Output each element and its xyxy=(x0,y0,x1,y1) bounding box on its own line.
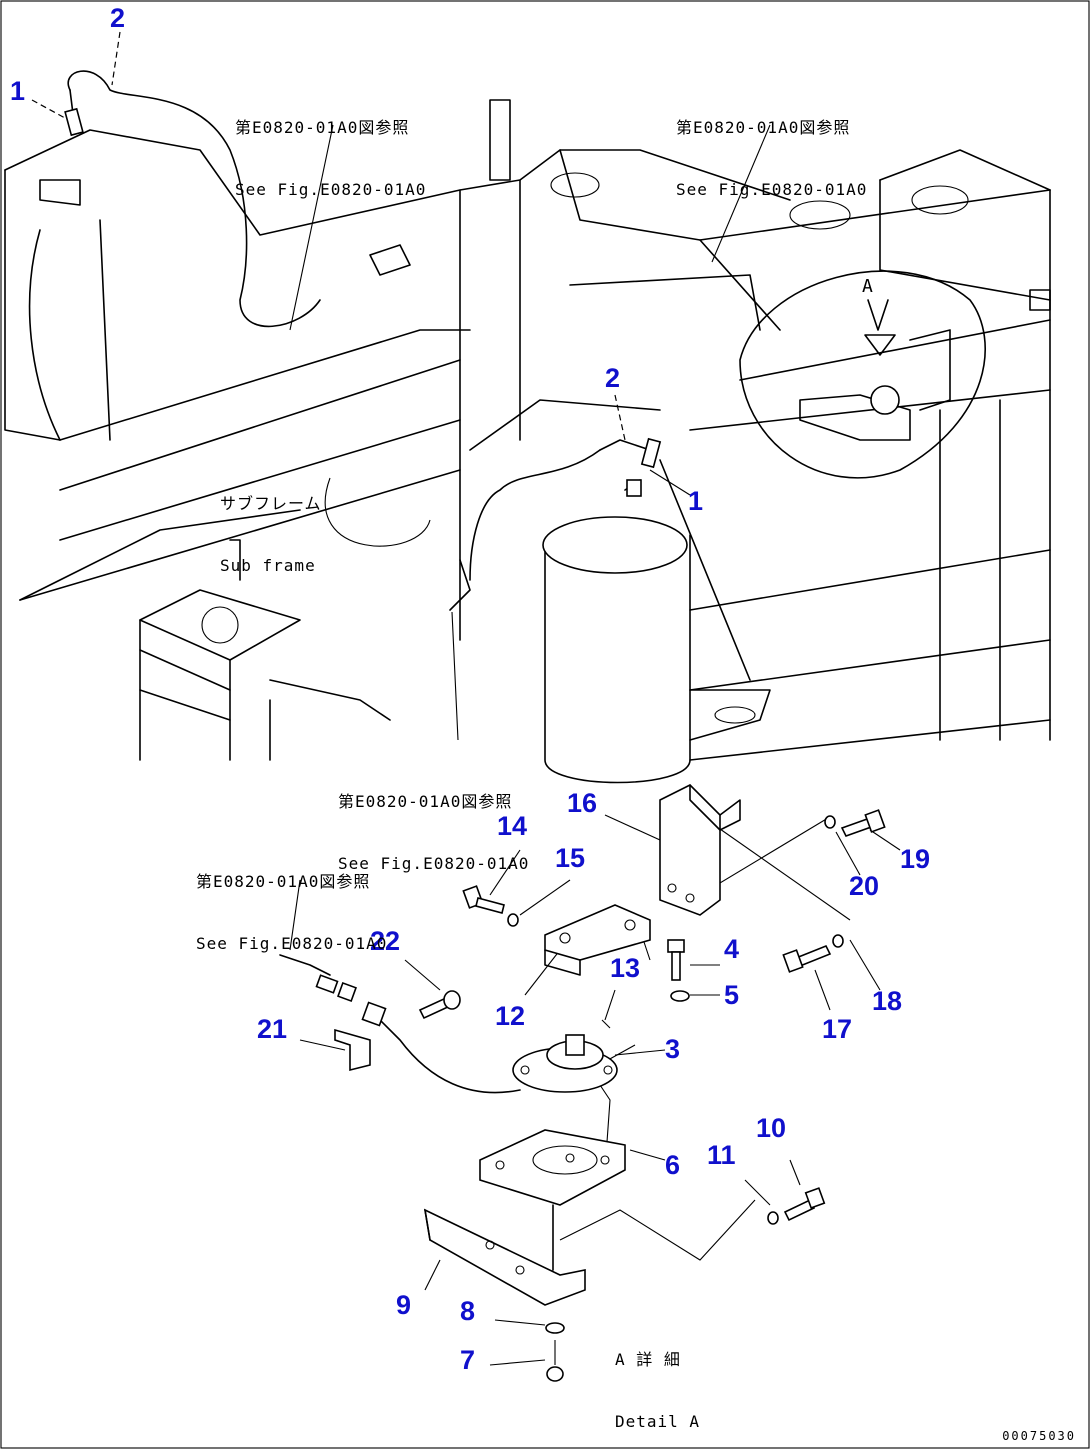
reservoir-tank xyxy=(469,399,771,784)
part-8-washer xyxy=(545,1322,565,1334)
part-22-bolt xyxy=(418,990,461,1020)
callout-21: 21 xyxy=(257,1014,288,1044)
view-a-region xyxy=(739,270,1051,479)
callout-12: 12 xyxy=(495,1001,526,1031)
callout-10: 10 xyxy=(756,1113,787,1143)
callout-11: 11 xyxy=(707,1140,736,1170)
reference-jp: 第E0820-01A0図参照 xyxy=(338,791,513,811)
reference-jp: 第E0820-01A0図参照 xyxy=(235,117,410,137)
sub-frame-en: Sub frame xyxy=(220,555,316,575)
main-frame xyxy=(4,99,1051,761)
part-11-washer xyxy=(767,1211,779,1225)
reference-en: See Fig.E0820-01A0 xyxy=(196,933,388,953)
callout-7: 7 xyxy=(460,1345,476,1375)
part-16-bracket xyxy=(659,784,741,916)
callout-22: 22 xyxy=(370,926,401,956)
reference-leaders xyxy=(289,124,771,951)
sub-frame-label: サブフレーム Sub frame xyxy=(220,452,322,618)
callout-2-top-left: 2 xyxy=(110,3,126,33)
detail-a-label: A 詳 細 Detail A xyxy=(615,1308,700,1449)
reference-jp: 第E0820-01A0図参照 xyxy=(676,117,851,137)
callout-20: 20 xyxy=(849,871,880,901)
reference-note-lower-left: 第E0820-01A0図参照 See Fig.E0820-01A0 xyxy=(196,830,387,996)
drawing-code: 00075030 xyxy=(1002,1429,1076,1443)
part-9-bracket xyxy=(423,1204,586,1306)
reference-note-mid: 第E0820-01A0図参照 See Fig.E0820-01A0 xyxy=(338,750,529,916)
part-3-sensor xyxy=(512,1034,618,1093)
part-20-washer xyxy=(824,815,836,829)
callout-14: 14 xyxy=(497,811,528,841)
part-4-bolt xyxy=(667,939,685,981)
callout-8: 8 xyxy=(460,1296,476,1326)
callout-1-top-left: 1 xyxy=(10,76,26,106)
view-a-marker: A xyxy=(862,276,874,297)
callout-9: 9 xyxy=(396,1290,412,1320)
callout-13: 13 xyxy=(610,953,641,983)
sub-frame-jp: サブフレーム xyxy=(220,493,322,513)
part-5-washer xyxy=(670,990,690,1002)
callout-leaders xyxy=(31,31,901,1366)
part-21-clip xyxy=(334,1028,371,1072)
part-18-washer xyxy=(832,934,844,948)
part-6-plate xyxy=(479,1129,626,1206)
part-7-bolt xyxy=(546,1340,564,1382)
callout-4: 4 xyxy=(724,934,740,964)
callout-17: 17 xyxy=(822,1014,853,1044)
part-10-bolt xyxy=(783,1187,826,1222)
part-15-washer xyxy=(507,913,519,927)
wire-harness xyxy=(64,70,662,611)
part-17-bolt xyxy=(782,944,832,973)
callout-6: 6 xyxy=(665,1150,681,1180)
callout-19: 19 xyxy=(900,844,931,874)
part-13 xyxy=(601,1019,611,1029)
callout-16: 16 xyxy=(567,788,598,818)
callout-2-center: 2 xyxy=(605,363,621,393)
detail-en: Detail A xyxy=(615,1411,701,1431)
part-19-bolt xyxy=(840,809,886,837)
sensor-cable xyxy=(279,954,521,1094)
sub-frame-left xyxy=(19,509,391,761)
detail-jp: A 詳 細 xyxy=(615,1349,681,1369)
reference-note-top-left: 第E0820-01A0図参照 See Fig.E0820-01A0 xyxy=(235,76,426,242)
callout-15: 15 xyxy=(555,843,586,873)
reference-en: See Fig.E0820-01A0 xyxy=(676,179,868,199)
reference-en: See Fig.E0820-01A0 xyxy=(338,853,530,873)
callout-1-center: 1 xyxy=(688,486,704,516)
reference-jp: 第E0820-01A0図参照 xyxy=(196,871,371,891)
reference-note-top-right: 第E0820-01A0図参照 See Fig.E0820-01A0 xyxy=(676,76,867,242)
callout-18: 18 xyxy=(872,986,903,1016)
reference-en: See Fig.E0820-01A0 xyxy=(235,179,427,199)
callout-3: 3 xyxy=(665,1034,681,1064)
part-12-bracket xyxy=(544,904,651,976)
callout-5: 5 xyxy=(724,980,740,1010)
part-14-bolt xyxy=(462,885,505,914)
